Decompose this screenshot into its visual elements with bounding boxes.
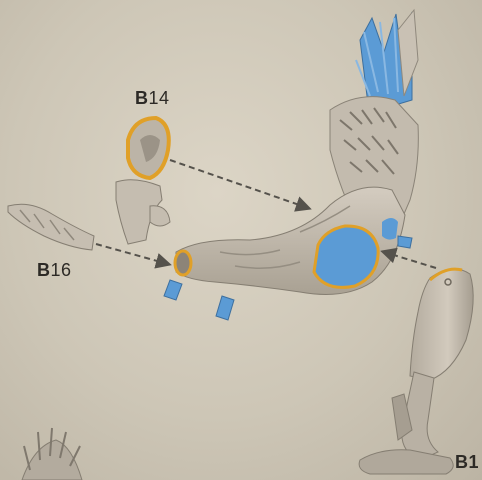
part-b14: [116, 118, 170, 244]
label-b1: B1: [455, 452, 479, 473]
label-b16-number: 16: [51, 260, 72, 280]
arrow-b14: [170, 160, 308, 208]
arrow-b16: [96, 244, 168, 264]
part-b1: [359, 269, 473, 474]
label-b14: B14: [135, 88, 170, 109]
label-b14-prefix: B: [135, 88, 149, 108]
wing-part: [356, 10, 418, 106]
partial-part-bottom-left: [22, 428, 82, 480]
part-b16: [8, 204, 94, 250]
label-b16-prefix: B: [37, 260, 51, 280]
body-part: [164, 187, 412, 320]
label-b16: B16: [37, 260, 72, 281]
label-b14-number: 14: [149, 88, 170, 108]
